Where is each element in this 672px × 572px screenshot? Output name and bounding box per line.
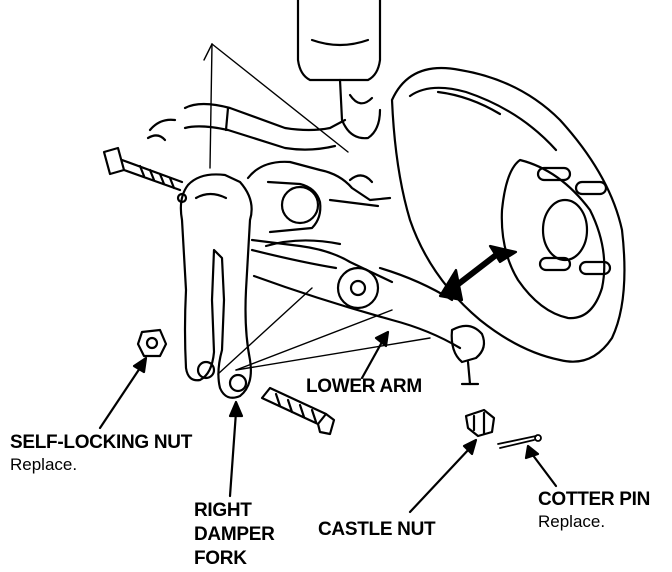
pointer-lower-arm [360,330,390,380]
label-self-locking-nut: SELF-LOCKING NUT [10,432,193,453]
pointer-damper-fork [228,400,244,498]
stabilizer-link [146,102,347,151]
castle-nut-shape [464,408,496,438]
damper-strut [296,0,382,140]
pointer-cotter-pin [524,444,558,488]
label-right-damper-fork-1: RIGHT [194,500,252,521]
label-right-damper-fork-2: DAMPER [194,524,275,545]
label-cotter-pin: COTTER PIN [538,489,651,510]
cotter-pin-shape [497,434,542,449]
ball-joint [450,324,486,386]
rotation-arrow [438,244,518,302]
knuckle-body [246,160,394,284]
brake-disc [390,66,626,363]
label-lower-arm: LOWER ARM [306,376,422,397]
label-castle-nut: CASTLE NUT [318,519,436,540]
label-right-damper-fork-3: FORK [194,548,247,569]
lower-arm-shape [250,239,462,350]
flange-bolt [102,146,184,192]
damper-fork-shape [176,173,253,399]
label-self-locking-nut-note: Replace. [10,455,78,474]
pointer-self-locking-nut [98,356,148,430]
self-locking-nut-shape [136,328,168,358]
pointer-castle-nut [408,438,478,514]
label-cotter-pin-note: Replace. [538,512,606,531]
fork-bolt [260,386,336,436]
leader-lines [203,43,431,375]
